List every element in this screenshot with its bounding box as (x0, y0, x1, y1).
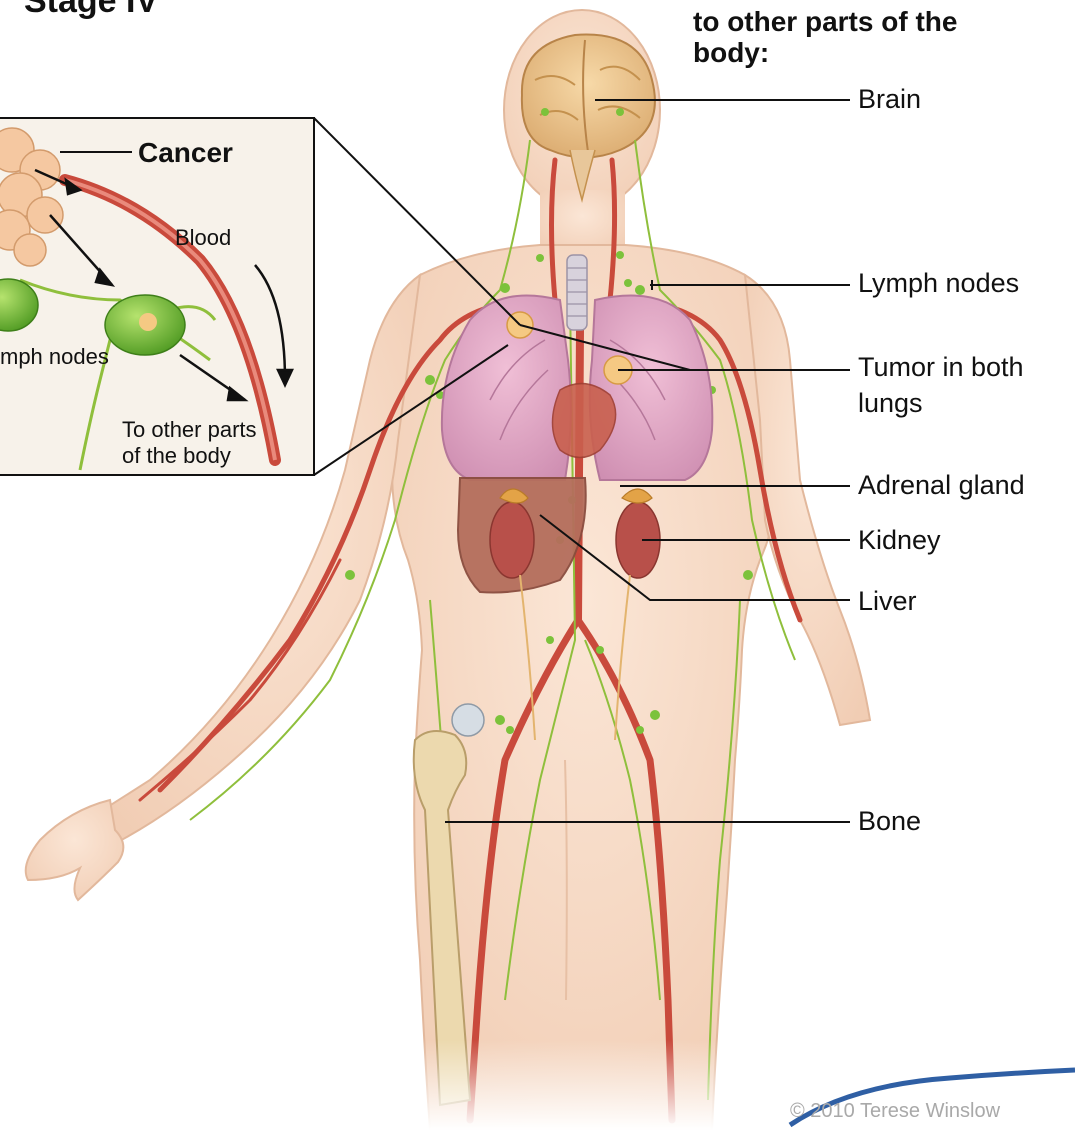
spread-heading-line-3: body: (693, 37, 769, 68)
inset-label-lymph-nodes: mph nodes (0, 344, 109, 370)
label-liver: Liver (858, 586, 917, 617)
label-bone: Bone (858, 806, 921, 837)
label-adrenal-gland: Adrenal gland (858, 470, 1025, 501)
inset-label-other-line2: of the body (122, 443, 231, 469)
trachea (567, 255, 587, 330)
label-kidney: Kidney (858, 525, 941, 556)
label-brain: Brain (858, 84, 921, 115)
label-lymph-nodes: Lymph nodes (858, 268, 1019, 299)
spread-heading-line-2: to other parts of the (693, 6, 957, 37)
label-tumor-line2: lungs (858, 388, 923, 419)
inset-label-other-line1: To other parts (122, 417, 257, 443)
copyright-credit: © 2010 Terese Winslow (790, 1100, 1000, 1123)
inset-label-blood: Blood (175, 225, 231, 251)
label-tumor-line1: Tumor in both (858, 352, 1024, 383)
inset-label-cancer: Cancer (138, 137, 233, 169)
stage-title: Stage IV (24, 0, 158, 17)
